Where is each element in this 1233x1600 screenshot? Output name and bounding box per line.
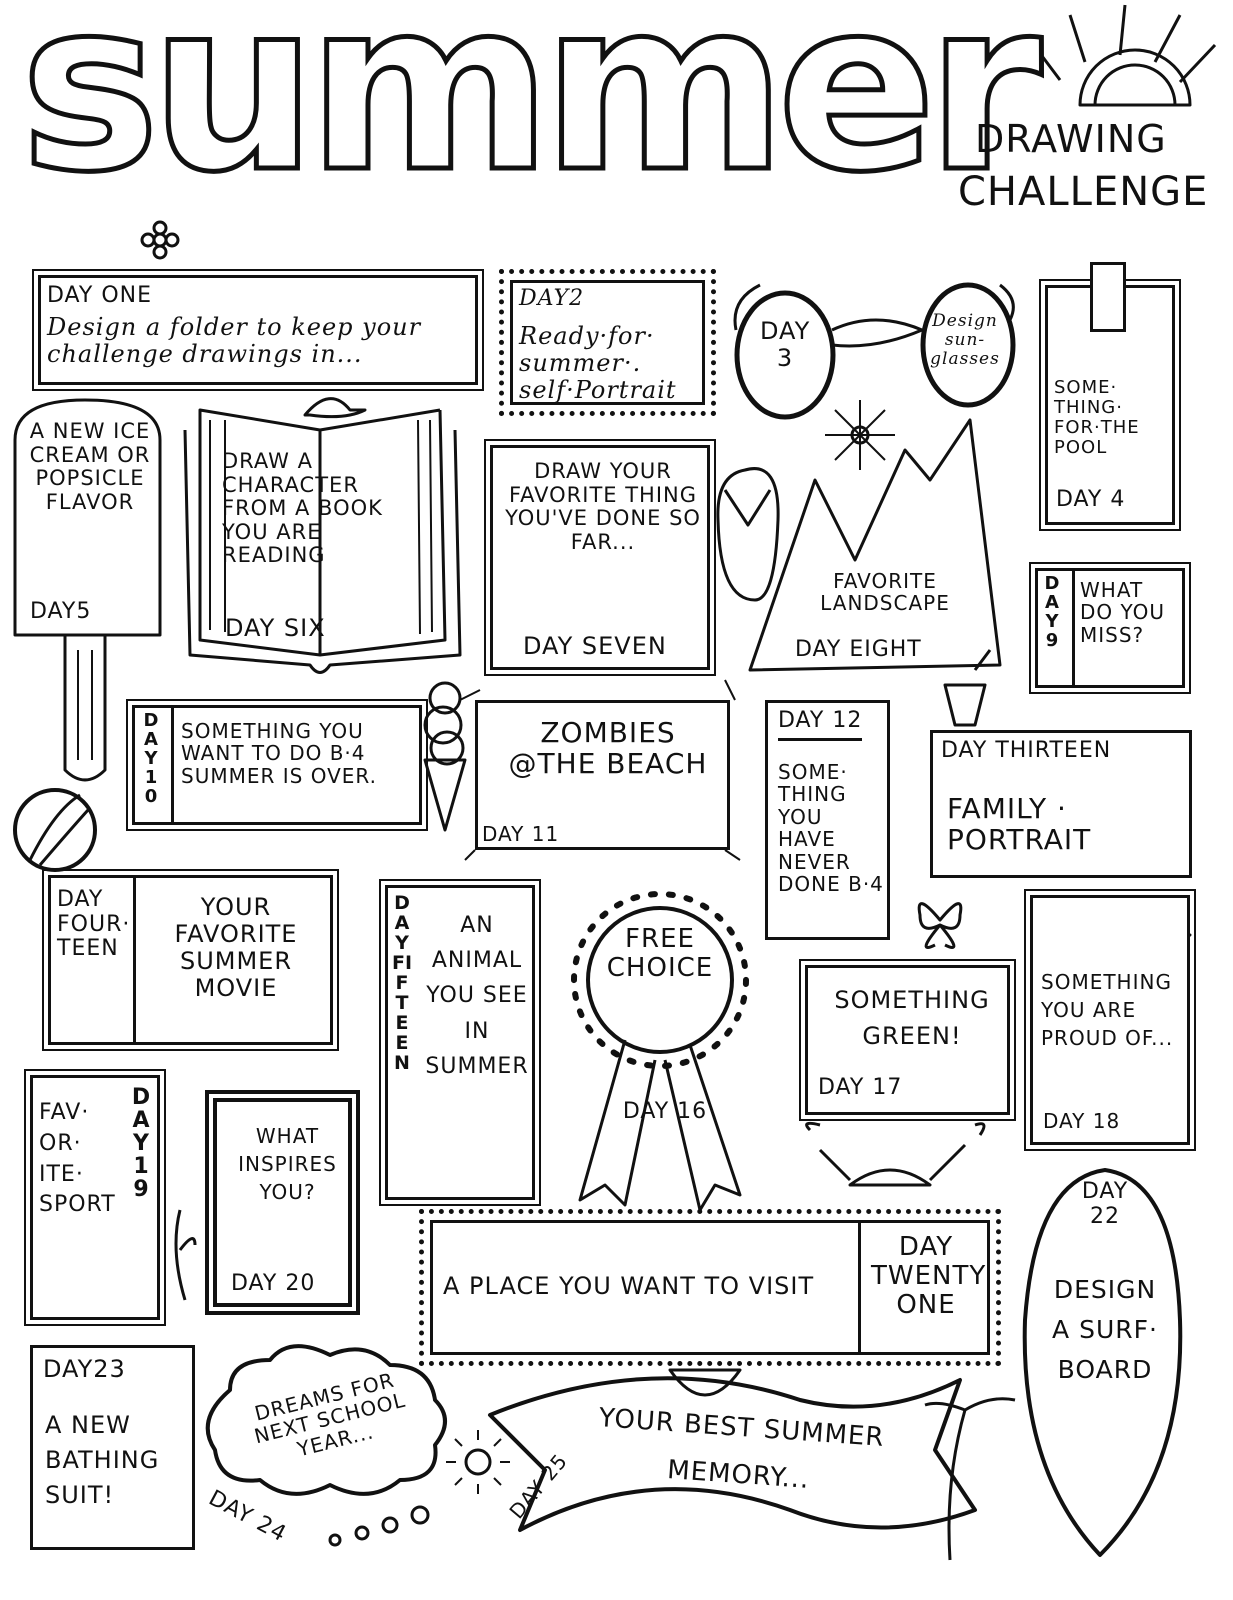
watermelon-icon [668,1368,742,1397]
prompt-text: A PLACE YOU WANT TO VISIT [443,1272,815,1300]
butterfly-icon [917,902,963,949]
tape-strip [1090,262,1126,332]
prompt-text: YOUR FAVORITE SUMMER MOVIE [174,893,298,1002]
prompt-text: WHAT INSPIRES YOU? [238,1124,337,1204]
prompt-day-14: DAY FOUR· TEEN YOUR FAVORITE SUMMER MOVI… [42,869,339,1051]
sun-small-icon [446,1430,510,1494]
day-label: DAY 20 [231,1271,316,1296]
day-label: DAY 10 [143,710,159,807]
cloud-icon [205,1344,447,1496]
popsicle-icon [13,398,162,782]
prompt-text: SOMETHING YOU ARE PROUD OF... [1041,970,1174,1050]
prompt-text: SOMETHING GREEN! [834,986,990,1050]
sunglasses-icon [733,282,1016,420]
day-label: DAY 18 [1043,1109,1121,1133]
day-label: DAY ONE [47,283,153,308]
prompt-day-13: DAY THIRTEEN FAMILY · PORTRAIT [930,730,1192,878]
prompt-day-10: DAY 10 SOMETHING YOU WANT TO DO B·4 SUMM… [126,699,428,831]
prompt-text: A NEW BATHING SUIT! [45,1411,160,1509]
prompt-day-20: WHAT INSPIRES YOU? DAY 20 [205,1090,360,1315]
prompt-text: Design a folder to keep your challenge d… [47,313,422,368]
prompt-text: WHAT DO YOU MISS? [1080,578,1166,647]
banner-shape [488,1376,977,1532]
day-label: DAY2 [519,286,585,311]
day-label: DAY 17 [818,1075,903,1100]
day-5-text: A NEW ICE CREAM OR POPSICLE FLAVOR [29,419,151,514]
ribbon-icon [571,891,749,1212]
prompt-text: SOME· THING YOU HAVE NEVER DONE B·4 [778,760,884,896]
prompt-day-9: DAY 9 WHAT DO YOU MISS? [1029,562,1191,694]
day-5-label: DAY5 [30,599,92,624]
prompt-text: SOMETHING YOU WANT TO DO B·4 SUMMER IS O… [181,719,377,788]
prompt-day-2: DAY2 Ready·for· summer·. self·Portrait [499,269,716,416]
day-22-label: DAY 22 [1081,1179,1129,1229]
surfboard-shape [1022,1168,1183,1557]
day-label: DAYFIFTEEN [391,892,413,1074]
prompt-day-15: DAYFIFTEEN AN ANIMAL YOU SEE IN SUMMER [379,879,541,1206]
day-label: DAY TWENTY ONE [871,1232,987,1321]
dots-decoration [328,1505,430,1547]
page-title: summer [17,0,1044,224]
palm-tree-icon [924,1397,1016,1561]
prompt-day-17: SOMETHING GREEN! DAY 17 [799,959,1016,1121]
beach-ball-icon [13,788,97,872]
prompt-day-21: A PLACE YOU WANT TO VISIT DAY TWENTY ONE [419,1209,1001,1366]
day-label: DAY THIRTEEN [941,738,1112,763]
prompt-text: FAV· OR· ITE· SPORT [39,1100,116,1218]
prompt-text: Ready·for· summer·. self·Portrait [519,322,677,404]
prompt-text: DRAW YOUR FAVORITE THING YOU'VE DONE SO … [505,459,701,554]
prompt-day-18: SOMETHING YOU ARE PROUD OF... DAY 18 [1024,889,1196,1151]
flower-icon [825,400,895,470]
day-label: DAY 4 [1056,487,1126,512]
subtitle-challenge: CHALLENGE [958,169,1209,215]
prompt-text: AN ANIMAL YOU SEE IN SUMMER [425,913,529,1079]
prompt-day-7: DRAW YOUR FAVORITE THING YOU'VE DONE SO … [484,439,716,676]
day-6-label: DAY SIX [225,614,326,642]
crab-icon [805,1121,986,1187]
day-22-text: DESIGN A SURF· BOARD [1052,1275,1158,1384]
day-8-text: FAVORITE LANDSCAPE [820,569,950,616]
prompt-text: SOME· THING· FOR·THE POOL [1054,377,1140,459]
prompt-text: FAMILY · PORTRAIT [947,792,1092,857]
day-3-text: Design sun-glasses [930,311,1000,370]
flower-stem-icon [174,1209,197,1301]
prompt-day-1: DAY ONE Design a folder to keep your cha… [32,269,484,391]
day-6-text: DRAW A CHARACTER FROM A BOOK YOU ARE REA… [222,449,383,568]
prompt-day-12: DAY 12 SOME· THING YOU HAVE NEVER DONE B… [765,700,890,940]
book-icon [183,408,462,674]
prompt-day-11: ZOMBIES @THE BEACH DAY 11 [475,700,730,850]
flip-flop-icon [716,467,780,602]
day-label: DAY23 [43,1355,126,1383]
day-label: DAY 11 [482,822,560,846]
day-label: DAY 9 [1044,573,1060,651]
flower-icon [140,220,180,260]
day-8-label: DAY EIGHT [795,637,922,662]
day-16-label: DAY 16 [622,1099,708,1124]
prompt-day-4: SOME· THING· FOR·THE POOL DAY 4 [1039,279,1181,531]
day-label: DAY19 [131,1085,151,1203]
hat-icon [303,397,367,419]
ice-cream-icon [423,681,467,832]
day-16-text: FREE CHOICE [606,924,714,984]
prompt-text: ZOMBIES @THE BEACH [508,716,708,781]
prompt-day-19: FAV· OR· ITE· SPORT DAY19 [24,1069,166,1326]
day-label: DAY SEVEN [523,632,667,660]
day-label: DAY 12 [778,708,863,741]
glass-icon [943,649,992,727]
prompt-day-23: DAY23 A NEW BATHING SUIT! [30,1345,195,1550]
day-label: DAY FOUR· TEEN [57,887,131,962]
day-3-label: DAY 3 [760,317,811,372]
sun-icon [1028,4,1217,107]
subtitle-drawing: DRAWING [975,117,1167,161]
mountain-icon [748,418,1002,672]
